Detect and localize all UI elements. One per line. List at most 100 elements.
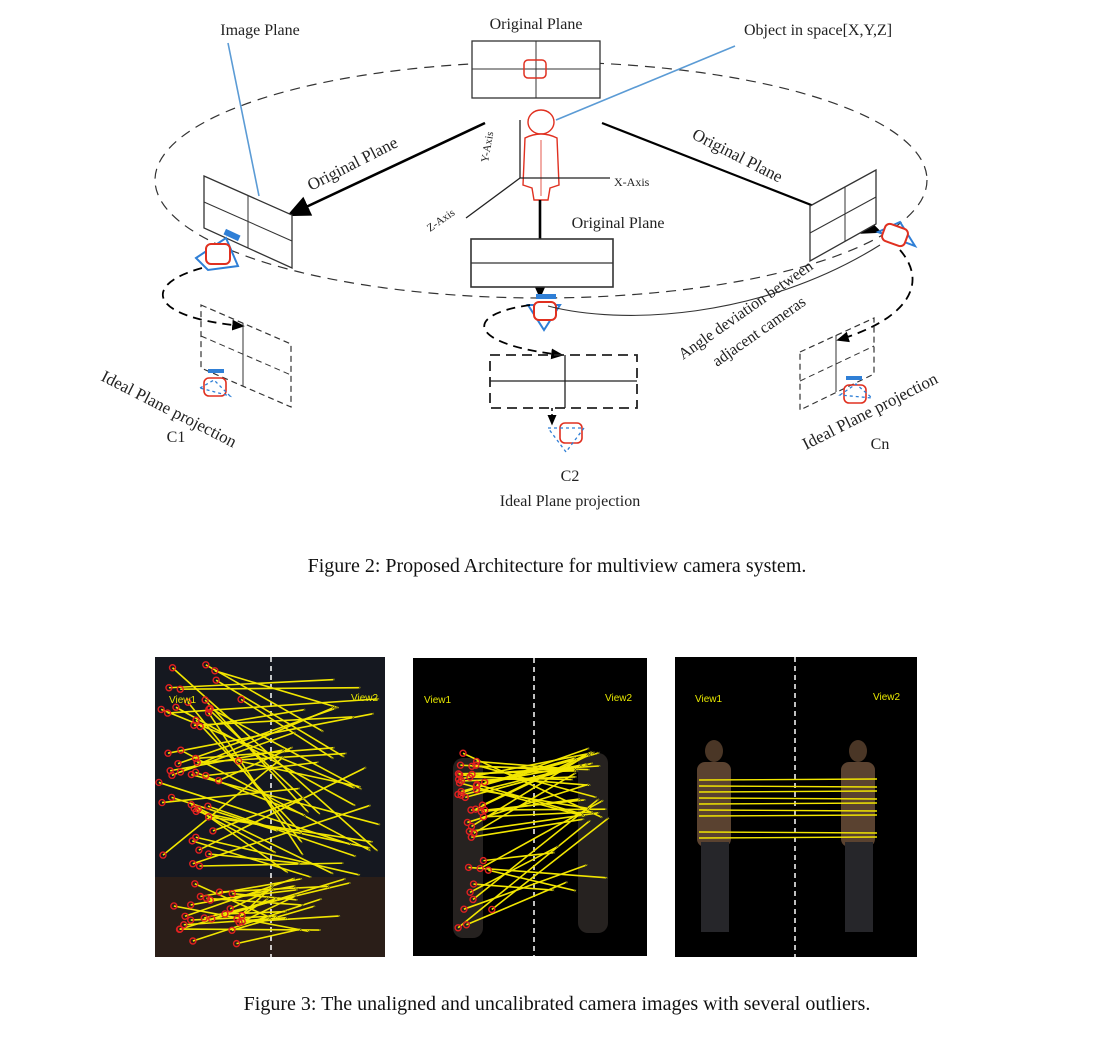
match-line [698,785,878,788]
keypoint-right: × [587,751,592,760]
panel-2-matches: ××××××××××××××××××××××××××××××××××××××××… [453,658,610,956]
match-line [195,836,361,876]
keypoint-right: × [341,753,346,762]
keypoint-right: × [589,748,594,757]
keypoint-right: × [344,749,349,758]
match-line [215,679,345,758]
keypoint-left [235,918,243,926]
camera-cn-icon [875,220,918,248]
keypoint-left [469,880,478,888]
keypoint-left [202,661,210,669]
keypoint-right: × [575,767,580,776]
match-line [198,766,367,851]
panel-3-view2-label: View2 [873,692,901,703]
panel-3-view1-label: View1 [695,694,723,705]
match-line [196,810,371,849]
keypoint-right: × [298,925,303,934]
keypoint-right: × [586,805,591,814]
keypoint-right: × [320,728,325,737]
match-line [212,796,305,832]
keypoint-left [158,798,166,807]
keypoint-left [196,892,205,901]
keypoint-left [168,664,177,672]
match-line [698,778,878,781]
keypoint-left [187,801,195,809]
match-line [187,701,303,844]
match-line [473,771,577,834]
keypoint-right: × [579,761,584,770]
keypoint-right: × [332,676,337,685]
keypoint-left [201,771,210,780]
keypoint-right: × [348,879,353,888]
match-line [168,678,335,689]
match-line [698,836,878,839]
camera-orbit-ellipse [154,61,928,299]
match-line [162,755,285,856]
keypoint-left [155,778,163,787]
match-line [698,790,878,793]
keypoint-left [472,757,481,766]
object-pointer [555,45,736,121]
keypoint-left [454,924,462,932]
person-object-icon [522,109,560,201]
keypoint-right: × [343,875,348,884]
keypoint-left [204,802,212,810]
match-line [475,753,591,810]
keypoint-left [187,916,195,924]
match-line [231,905,316,932]
keypoint-left [184,698,192,706]
keypoint-right: × [370,838,375,847]
keypoint-left [466,888,474,897]
keypoint-right: × [564,878,569,887]
keypoint-left [221,910,229,918]
keypoint-right: × [604,805,609,814]
keypoint-right: × [580,810,585,819]
keypoint-right: × [577,795,582,804]
keypoint-left [463,818,472,827]
match-line [197,808,289,874]
keypoint-right: × [302,706,307,715]
keypoint-left [473,780,481,789]
match-line [481,798,581,813]
keypoint-right: × [302,811,307,820]
keypoint-right: × [358,783,363,792]
keypoint-left [164,749,172,757]
keypoint-right: × [363,763,368,772]
keypoint-right: × [299,839,304,848]
keypoint-right: × [275,912,280,921]
keypoint-left [195,846,203,854]
figure-2-caption: Figure 2: Proposed Architecture for mult… [307,555,807,577]
match-line [459,782,586,818]
keypoint-left [471,805,480,813]
figure-3-panel-2: ××××××××××××××××××××××××××××××××××××××××… [413,658,647,956]
match-line [180,686,361,691]
keypoint-right: × [573,754,578,763]
keypoint-left [157,705,165,714]
keypoint-left [165,684,173,692]
keypoint-right: × [285,869,290,878]
keypoint-left [187,901,195,909]
match-line [236,928,302,945]
match-line [179,877,347,931]
keypoint-left [457,787,465,796]
panel-1-view2-label: View2 [351,693,379,704]
keypoint-left [177,746,185,754]
keypoint-right: × [306,809,311,818]
keypoint-right: × [353,853,358,862]
person-right-silhouette [841,740,875,932]
match-line [180,749,371,852]
panel-1-view1-label: View1 [169,695,197,706]
keypoint-right: × [308,873,313,882]
left-original-plane [203,175,293,270]
object-in-space-label: Object in space[X,Y,Z] [744,22,892,39]
figure-3-caption: Figure 3: The unaligned and uncalibrated… [243,993,871,1015]
keypoint-right: × [312,902,317,911]
keypoint-left [167,793,176,802]
c1-projection-curve [161,267,245,331]
match-line [199,862,344,867]
keypoint-left [180,921,188,929]
keypoint-right: × [341,859,346,868]
keypoint-left [228,926,236,935]
keypoint-right: × [299,829,304,838]
image-plane-pointer [227,42,260,197]
